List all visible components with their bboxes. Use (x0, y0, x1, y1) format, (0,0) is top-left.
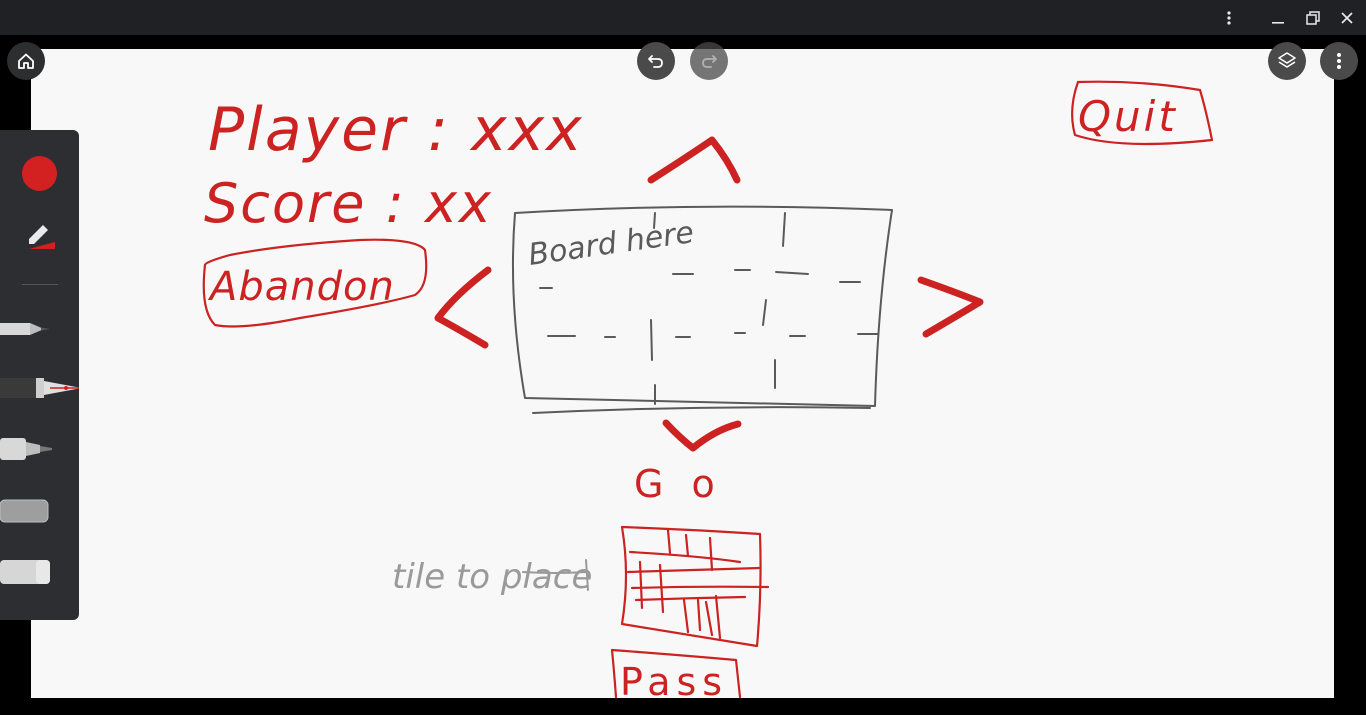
home-button[interactable] (7, 42, 45, 80)
minimize-icon (1272, 22, 1284, 24)
redo-button[interactable] (690, 42, 728, 80)
eraser-tool[interactable] (0, 557, 79, 587)
window-titlebar (0, 0, 1366, 35)
layers-icon (1278, 52, 1296, 68)
restore-button[interactable] (1299, 5, 1327, 31)
layers-button[interactable] (1268, 42, 1306, 80)
close-button[interactable] (1333, 5, 1361, 31)
undo-icon (648, 55, 663, 68)
stroke-size-button[interactable] (0, 216, 79, 252)
pen-toolbox (0, 130, 79, 620)
more-vert-icon (1337, 53, 1341, 69)
color-swatch (22, 155, 57, 191)
pencil-tool[interactable] (0, 314, 79, 344)
toolbox-divider (22, 284, 58, 285)
close-icon (1341, 12, 1353, 24)
fountain-pen-icon (0, 378, 79, 398)
pen-edit-icon (28, 225, 55, 249)
chalk-tool[interactable] (0, 496, 79, 526)
color-picker-button[interactable] (0, 154, 79, 192)
redo-icon (702, 55, 717, 68)
marker-tool[interactable] (0, 434, 79, 464)
window-menu-button[interactable] (1215, 5, 1243, 31)
home-icon (18, 53, 34, 69)
restore-icon (1306, 11, 1320, 25)
more-vert-icon (1227, 11, 1231, 25)
app-menu-button[interactable] (1320, 42, 1358, 80)
fountain-pen-tool[interactable] (0, 373, 79, 403)
drawing-canvas[interactable] (31, 49, 1334, 698)
chalk-icon (0, 499, 49, 523)
eraser-icon (0, 560, 50, 584)
marker-icon (0, 438, 52, 460)
pencil-icon (0, 323, 50, 335)
minimize-button[interactable] (1264, 5, 1292, 31)
undo-button[interactable] (637, 42, 675, 80)
